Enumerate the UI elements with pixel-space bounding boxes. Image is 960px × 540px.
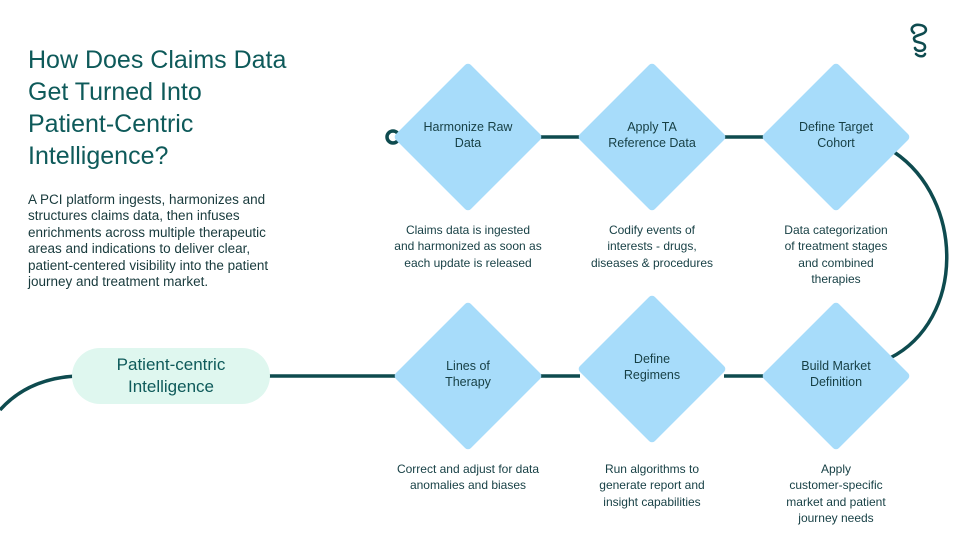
step-label-line: Therapy <box>445 375 491 389</box>
step-label: Lines of Therapy <box>393 301 543 451</box>
step-apply-ta-reference-data: Apply TA Reference Data <box>577 62 727 212</box>
step-label-line: Build Market <box>801 359 871 373</box>
caption-line: Correct and adjust for data <box>396 462 540 476</box>
step-label-line: Harmonize Raw <box>423 120 513 134</box>
description-line: A PCI platform ingests, harmonizes and <box>28 192 266 207</box>
outcome-line: Patient-centric <box>116 355 226 374</box>
caption-line: Run algorithms to <box>604 462 700 476</box>
caption-line: Codify events of <box>608 223 696 237</box>
step-label-line: Regimens <box>623 368 681 382</box>
title-line: Patient-Centric <box>28 110 194 138</box>
description-line: journey and treatment market. <box>28 274 209 290</box>
step-label: Define Target Cohort <box>761 62 911 212</box>
caption-line: of treatment stages <box>784 239 888 254</box>
description-line: areas and indications to deliver clear, <box>28 241 251 257</box>
description-line: structures claims data, then infuses <box>28 208 240 224</box>
caption-line: each update is released <box>404 255 532 270</box>
caption-line: therapies <box>811 272 861 287</box>
step-caption: Data categorization of treatment stages … <box>746 222 926 288</box>
title-line: How Does Claims Data <box>28 46 287 74</box>
caption-line: insight capabilities <box>603 494 701 509</box>
title-line: Get Turned Into <box>28 78 202 106</box>
step-label: Harmonize Raw Data <box>393 62 543 212</box>
step-label: Build Market Definition <box>761 301 911 451</box>
page-description: A PCI platform ingests, harmonizes and s… <box>28 192 358 290</box>
description-line: enrichments across multiple therapeutic <box>28 224 266 240</box>
description-line: patient-centered visibility into the pat… <box>28 257 269 273</box>
outcome-pill: Patient-centric Intelligence <box>72 348 270 404</box>
step-caption: Correct and adjust for data anomalies an… <box>378 461 558 494</box>
step-caption: Codify events of interests - drugs, dise… <box>562 222 742 271</box>
caption-line: diseases & procedures <box>590 255 714 270</box>
caption-line: journey needs <box>798 511 874 526</box>
page-title: How Does Claims Data Get Turned Into Pat… <box>28 44 358 172</box>
step-define-target-cohort: Define Target Cohort <box>761 62 911 212</box>
caption-line: and combined <box>798 255 874 270</box>
step-define-regimens: Define Regimens <box>577 294 727 444</box>
step-caption: Claims data is ingested and harmonized a… <box>378 222 558 271</box>
connector-outcome-tail <box>0 374 77 412</box>
step-label-line: Define <box>633 352 671 366</box>
step-harmonize-raw-data: Harmonize Raw Data <box>393 62 543 212</box>
caption-line: Claims data is ingested <box>405 223 531 237</box>
caption-line: Apply <box>820 462 852 476</box>
caption-line: customer-specific <box>789 478 883 493</box>
step-lines-of-therapy: Lines of Therapy <box>393 301 543 451</box>
caption-line: interests - drugs, <box>607 239 697 254</box>
step-label-line: Lines of <box>446 359 490 373</box>
outcome-line: Intelligence <box>127 377 214 396</box>
title-line: Intelligence? <box>28 142 169 170</box>
brand-logo-icon <box>910 23 928 58</box>
step-label-line: Reference Data <box>608 136 696 150</box>
step-caption: Run algorithms to generate report and in… <box>562 461 742 510</box>
connector-curve-step3-to-step4 <box>889 150 949 360</box>
step-label-line: Definition <box>809 375 863 389</box>
step-label: Apply TA Reference Data <box>577 62 727 212</box>
step-label-line: Define Target <box>798 120 874 134</box>
caption-line: generate report and <box>599 478 705 493</box>
step-label-line: Cohort <box>817 136 855 150</box>
caption-line: and harmonized as soon as <box>394 239 542 254</box>
step-build-market-definition: Build Market Definition <box>761 301 911 451</box>
caption-line: market and patient <box>786 494 886 509</box>
step-label-line: Data <box>454 136 482 150</box>
caption-line: anomalies and biases <box>409 478 527 493</box>
caption-line: Data categorization <box>784 223 888 237</box>
step-label-line: Apply TA <box>627 120 677 134</box>
step-label: Define Regimens <box>577 294 727 444</box>
step-caption: Apply customer-specific market and patie… <box>746 461 926 527</box>
